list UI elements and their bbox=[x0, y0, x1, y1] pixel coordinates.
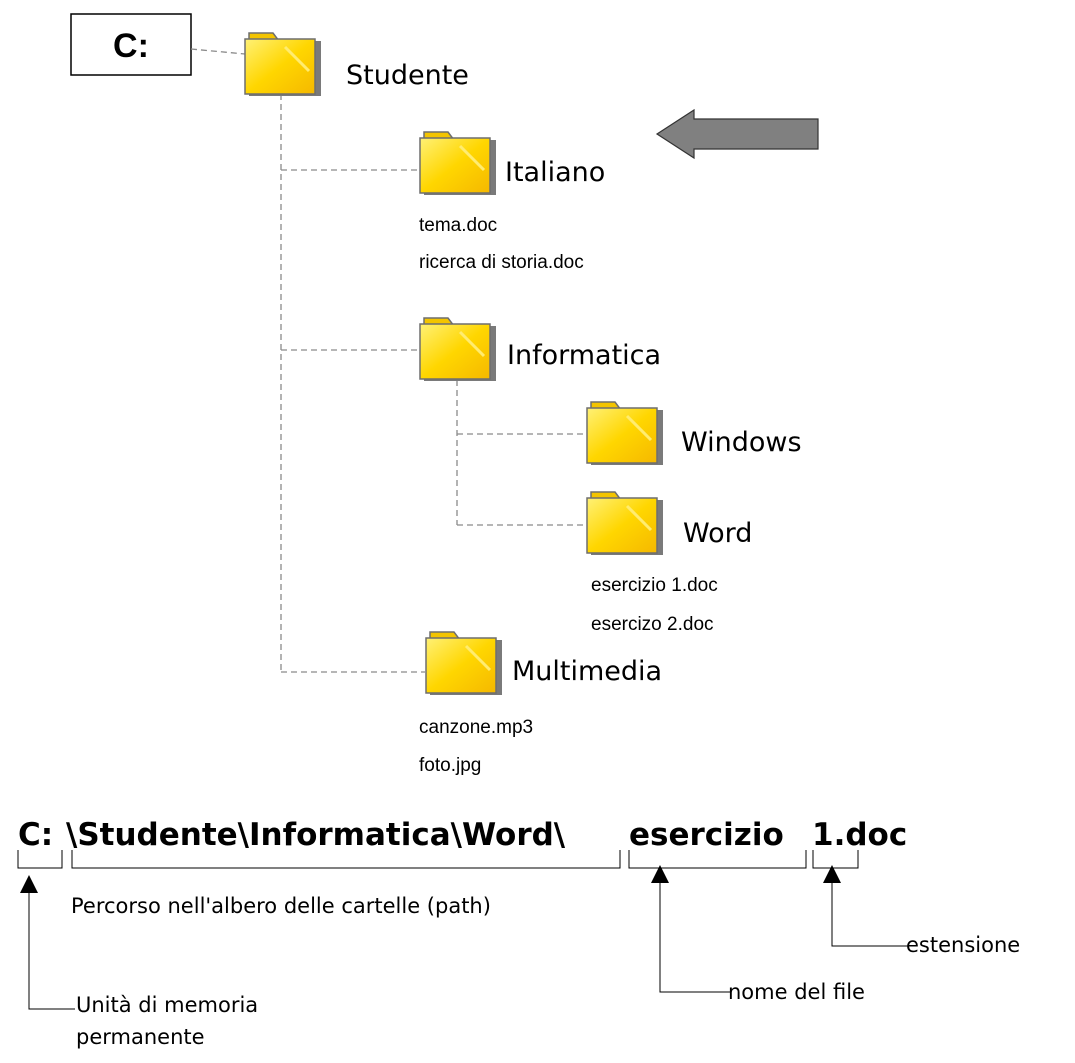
file-item: esercizo 2.doc bbox=[591, 614, 714, 635]
left-arrow-icon bbox=[655, 108, 819, 160]
filename-label: nome del file bbox=[728, 980, 865, 1004]
tree-connectors bbox=[190, 48, 588, 673]
folder-icon-informatica[interactable] bbox=[418, 316, 498, 383]
path-extension: 1.doc bbox=[812, 817, 907, 853]
full-path: C: \Studente\Informatica\Word\ esercizio 1.… bbox=[18, 817, 907, 853]
folder-label-studente: Studente bbox=[346, 60, 469, 91]
path-filename: esercizio bbox=[629, 817, 784, 853]
drive-pointer bbox=[20, 875, 75, 1010]
folder-icon-word[interactable] bbox=[585, 490, 665, 557]
extension-pointer bbox=[823, 865, 908, 947]
folder-label-word: Word bbox=[683, 518, 752, 549]
extension-label: estensione bbox=[906, 933, 1020, 957]
file-list-word: esercizio 1.doc esercizo 2.doc bbox=[591, 575, 718, 635]
file-item: foto.jpg bbox=[419, 755, 481, 776]
file-item: esercizio 1.doc bbox=[591, 575, 718, 596]
folder-icon-studente[interactable] bbox=[243, 31, 323, 98]
folder-label-multimedia: Multimedia bbox=[512, 656, 662, 687]
folder-icon-italiano[interactable] bbox=[418, 130, 498, 197]
drive-caption-line1: Unità di memoria bbox=[76, 993, 258, 1017]
path-drive: C: bbox=[18, 817, 53, 853]
folder-icon-multimedia[interactable] bbox=[424, 630, 504, 697]
file-item: canzone.mp3 bbox=[419, 717, 533, 738]
file-list-multimedia: canzone.mp3 foto.jpg bbox=[419, 717, 533, 776]
file-item: ricerca di storia.doc bbox=[419, 252, 584, 273]
filename-pointer bbox=[651, 865, 730, 993]
drive-box: C: bbox=[70, 13, 192, 76]
drive-label: C: bbox=[113, 27, 149, 65]
folder-label-informatica: Informatica bbox=[507, 340, 661, 371]
path-folders: \Studente\Informatica\Word\ bbox=[66, 817, 566, 853]
path-caption: Percorso nell'albero delle cartelle (pat… bbox=[71, 894, 491, 918]
file-list-italiano: tema.doc ricerca di storia.doc bbox=[419, 215, 584, 273]
path-brackets bbox=[17, 850, 859, 869]
file-item: tema.doc bbox=[419, 215, 497, 236]
folder-label-italiano: Italiano bbox=[505, 157, 605, 188]
folder-icon-windows[interactable] bbox=[585, 400, 665, 467]
folder-label-windows: Windows bbox=[681, 427, 802, 458]
drive-caption-line2: permanente bbox=[76, 1025, 205, 1049]
